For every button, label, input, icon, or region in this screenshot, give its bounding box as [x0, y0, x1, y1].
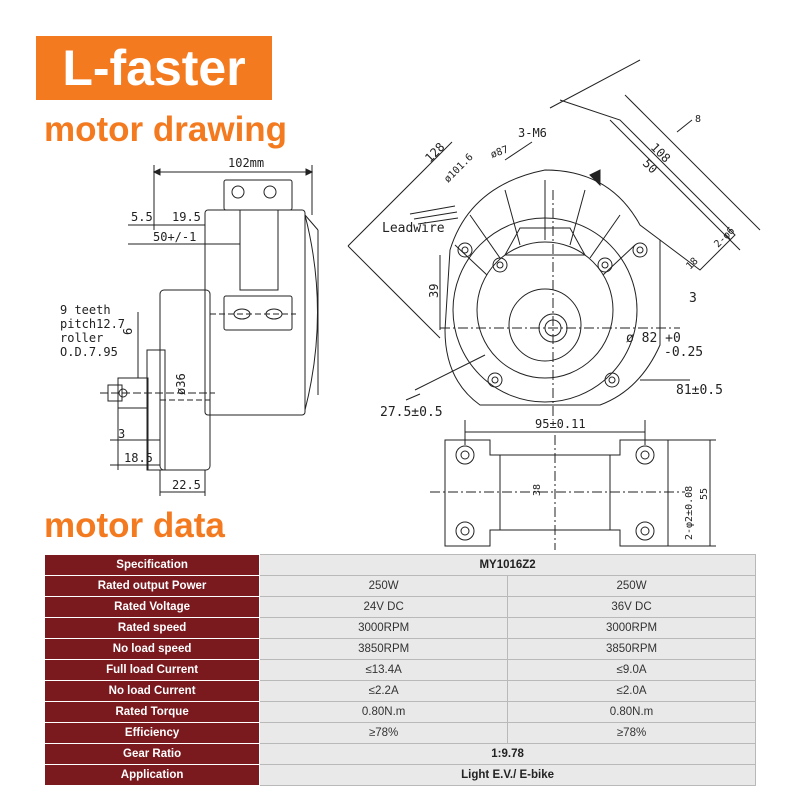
sprocket-note-3: roller [60, 331, 103, 345]
motor-data-table: Specification MY1016Z2 Rated output Powe… [43, 554, 756, 786]
row-label: Rated Torque [43, 701, 261, 723]
header-model: MY1016Z2 [259, 554, 756, 576]
dim-6: 6 [121, 328, 135, 335]
dim-36: ø36 [174, 373, 188, 395]
row-label: Full load Current [43, 659, 261, 681]
dim-slot: 2-φ2±0.08 [684, 486, 695, 540]
dim-101: ø101.6 [442, 152, 475, 185]
dim-18-5: 18.5 [124, 451, 153, 465]
row-label: Rated output Power [43, 575, 261, 597]
dim-8: 8 [695, 114, 701, 125]
dim-82: ø 82 +0 [626, 331, 681, 346]
dim-50: 50+/-1 [153, 230, 196, 244]
table-row: Rated Torque 0.80N.m 0.80N.m [43, 701, 756, 723]
application-label: Application [43, 764, 261, 786]
row-value-24v: 24V DC [259, 596, 509, 618]
row-value-36v: 3000RPM [507, 617, 756, 639]
gear-ratio-label: Gear Ratio [43, 743, 261, 765]
dim-19-5: 19.5 [172, 210, 201, 224]
row-value-36v: ≥78% [507, 722, 756, 744]
dim-2-phi6: 2-φ6 [712, 225, 737, 250]
leadwire-label: Leadwire [382, 221, 445, 236]
side-view: 102mm 5.5 19.5 50+/-1 ø36 6 9 teeth [60, 156, 319, 496]
row-value-36v: ≤2.0A [507, 680, 756, 702]
row-value-24v: 250W [259, 575, 509, 597]
dim-128: 128 [422, 140, 447, 165]
front-view: Leadwire 128 ø101.6 ø87 3-M6 39 27.5±0.5… [347, 59, 761, 420]
sprocket-note-1: 9 teeth [60, 303, 111, 317]
sprocket-note-2: pitch12.7 [60, 317, 125, 331]
table-row: Rated output Power 250W 250W [43, 575, 756, 597]
dim-39: 39 [427, 284, 441, 298]
application-value: Light E.V./ E-bike [259, 764, 756, 786]
table-row: Rated Voltage 24V DC 36V DC [43, 596, 756, 618]
table-row: Full load Current ≤13.4A ≤9.0A [43, 659, 756, 681]
dim-50-front: 50 [640, 156, 660, 176]
row-value-24v: 3000RPM [259, 617, 509, 639]
row-value-24v: 0.80N.m [259, 701, 509, 723]
row-value-36v: 0.80N.m [507, 701, 756, 723]
table-row: No load speed 3850RPM 3850RPM [43, 638, 756, 660]
dim-55: 55 [699, 488, 710, 500]
bottom-view: 95±0.11 38 2-φ2±0.08 55 [430, 417, 716, 550]
row-value-24v: 3850RPM [259, 638, 509, 660]
table-header-row: Specification MY1016Z2 [43, 554, 756, 576]
motor-technical-drawing: 102mm 5.5 19.5 50+/-1 ø36 6 9 teeth [60, 59, 761, 550]
row-value-24v: ≤2.2A [259, 680, 509, 702]
row-label: Efficiency [43, 722, 261, 744]
dim-22-5: 22.5 [172, 478, 201, 492]
row-value-24v: ≤13.4A [259, 659, 509, 681]
row-value-36v: 36V DC [507, 596, 756, 618]
dim-38: 38 [532, 484, 543, 496]
table-row: Application Light E.V./ E-bike [43, 764, 756, 786]
dim-82-tolerance: -0.25 [664, 345, 703, 360]
row-value-36v: ≤9.0A [507, 659, 756, 681]
dim-81: 81±0.5 [676, 383, 723, 398]
row-value-24v: ≥78% [259, 722, 509, 744]
dim-18: 18 [684, 256, 700, 272]
row-label: No load speed [43, 638, 261, 660]
gear-ratio-value: 1:9.78 [259, 743, 756, 765]
table-row: No load Current ≤2.2A ≤2.0A [43, 680, 756, 702]
brand-name: L-faster [62, 40, 246, 96]
table-row: Efficiency ≥78% ≥78% [43, 722, 756, 744]
table-row: Rated speed 3000RPM 3000RPM [43, 617, 756, 639]
drawing-heading: motor drawing [44, 110, 288, 149]
row-value-36v: 3850RPM [507, 638, 756, 660]
data-heading: motor data [44, 506, 225, 545]
dim-3-front: 3 [689, 291, 697, 306]
header-label: Specification [43, 554, 261, 576]
dim-3-m6: 3-M6 [518, 126, 547, 140]
dim-27-5: 27.5±0.5 [380, 405, 443, 420]
brand-logo: L-faster [36, 36, 272, 100]
table-row: Gear Ratio 1:9.78 [43, 743, 756, 765]
row-label: Rated speed [43, 617, 261, 639]
dim-5-5: 5.5 [131, 210, 153, 224]
sprocket-note-4: O.D.7.95 [60, 345, 118, 359]
row-label: Rated Voltage [43, 596, 261, 618]
dim-95: 95±0.11 [535, 417, 586, 431]
dim-3: 3 [118, 427, 125, 441]
row-label: No load Current [43, 680, 261, 702]
dim-width: 102mm [228, 156, 264, 170]
row-value-36v: 250W [507, 575, 756, 597]
